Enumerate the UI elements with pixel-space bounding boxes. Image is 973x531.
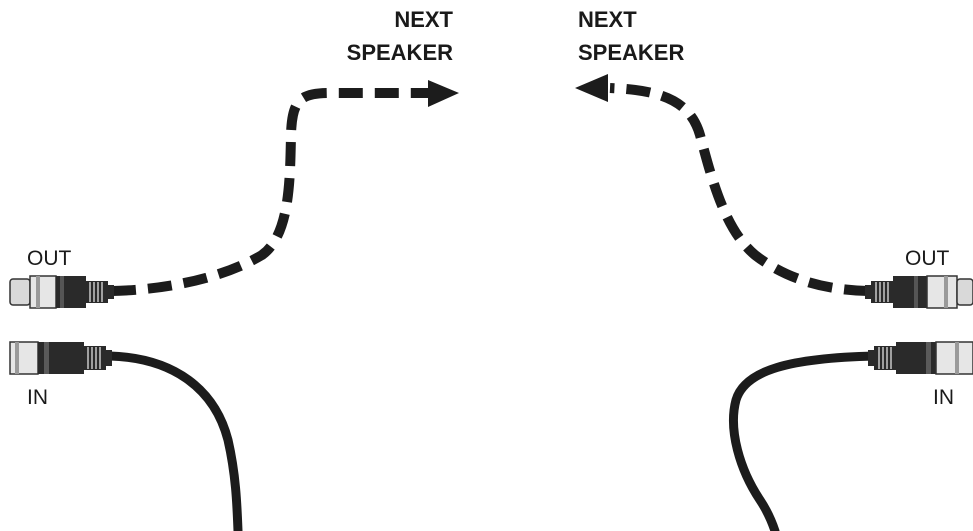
- left-next-speaker-line1: NEXT: [394, 7, 453, 32]
- right-next-speaker-line2: SPEAKER: [578, 40, 684, 65]
- right-dashed-cable: [609, 83, 869, 296]
- arrow-left-icon: [575, 74, 608, 102]
- xlr-female-connector-icon: [865, 275, 973, 309]
- left-next-speaker-label: NEXT SPEAKER: [347, 7, 454, 65]
- right-out-label: OUT: [905, 247, 950, 270]
- right-next-speaker-line1: NEXT: [578, 7, 637, 32]
- left-dashed-cable: [111, 88, 428, 296]
- left-out-label: OUT: [27, 247, 72, 270]
- xlr-female-connector-icon: [9, 275, 114, 309]
- xlr-male-connector-icon: [9, 341, 112, 375]
- left-solid-cable: [105, 351, 243, 531]
- right-solid-cable: [729, 351, 880, 531]
- right-in-label: IN: [933, 386, 954, 409]
- left-next-speaker-line2: SPEAKER: [347, 40, 453, 65]
- right-next-speaker-label: NEXT SPEAKER: [578, 7, 684, 65]
- left-in-label: IN: [27, 386, 48, 409]
- arrow-right-icon: [428, 80, 459, 107]
- xlr-male-connector-icon: [868, 341, 973, 375]
